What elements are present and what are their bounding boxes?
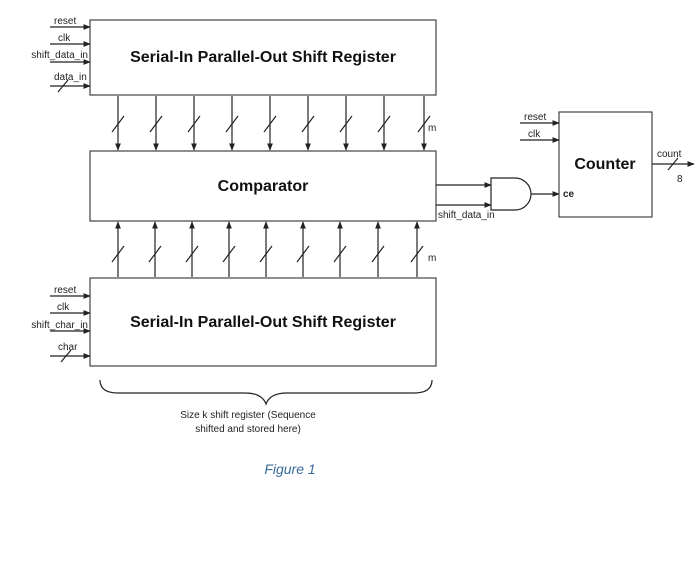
top-data-in-bus-slash [57,79,69,93]
top-shift-data-in-label: shift_data_in [31,50,88,61]
top-bus-slash-7 [339,115,353,133]
bottom-bus-slash-5 [259,245,273,263]
bottom-char-bus-slash [60,349,72,363]
bottom-bus-slash-2 [148,245,162,263]
bottom-bus-slash-6 [296,245,310,263]
top-bus-lines [111,96,431,151]
top-register-title: Serial-In Parallel-Out Shift Register [130,49,396,66]
counter-output-width: 8 [677,174,683,185]
bottom-bus-slash-3 [185,245,199,263]
top-bus-slash-1 [111,115,125,133]
bottom-bus-slash-9 [410,245,424,263]
figure-caption: Figure 1 [264,461,315,477]
and-gate-input-label: shift_data_in [438,210,495,221]
bottom-bus-width-label: m [428,253,436,264]
counter-ce-label: ce [563,189,575,200]
counter-output-label: count [657,149,682,160]
top-bus-slash-4 [225,115,239,133]
bottom-reset-label: reset [54,285,76,296]
bottom-bus-slash-8 [371,245,385,263]
top-bus-slash-2 [149,115,163,133]
counter-clk-label: clk [528,129,541,140]
bottom-bus-slash-7 [333,245,347,263]
comparator-block [89,150,437,222]
bottom-shift-register [89,277,437,367]
counter-reset-label: reset [524,112,546,123]
bottom-clk-label: clk [57,302,70,313]
bottom-bus-lines [111,221,424,277]
top-bus-slash-3 [187,115,201,133]
top-shift-register [89,19,437,96]
top-clk-label: clk [58,33,71,44]
top-bus-slash-9 [417,115,431,133]
bottom-register-title: Serial-In Parallel-Out Shift Register [130,314,396,331]
top-bus-slash-5 [263,115,277,133]
top-bus-width-label: m [428,123,436,134]
top-data-in-label: data_in [54,72,87,83]
size-k-brace [99,379,433,406]
top-reset-label: reset [54,16,76,27]
and-gate [490,177,532,211]
bottom-shift-char-in-label: shift_char_in [31,320,88,331]
counter-output-bus-slash [667,157,679,171]
bottom-bus-slash-1 [111,245,125,263]
top-bus-slash-6 [301,115,315,133]
brace-caption-line-2: shifted and stored here) [195,424,301,435]
comparator-title: Comparator [218,178,309,195]
top-bus-slash-8 [377,115,391,133]
brace-caption-line-1: Size k shift register (Sequence [180,410,316,421]
bottom-bus-slash-4 [222,245,236,263]
counter-block [558,111,653,218]
bottom-char-label: char [58,342,78,353]
counter-title: Counter [574,156,635,173]
